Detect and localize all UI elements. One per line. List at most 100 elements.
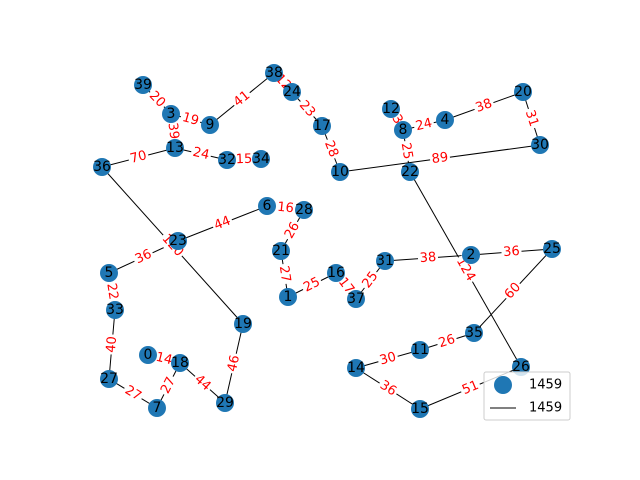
node-7: [148, 399, 166, 417]
edge-weight-bg-21-1: [275, 262, 294, 286]
edge-weight-bg-13-32: [189, 143, 213, 165]
node-label-18: 18: [171, 355, 189, 371]
edge-weight-bg-28-21: [280, 217, 305, 244]
node-label-13: 13: [166, 140, 184, 156]
node-label-20: 20: [514, 84, 532, 100]
node-label-12: 12: [382, 101, 400, 117]
node-label-35: 35: [465, 325, 483, 341]
edge-weight-bg-5-33: [102, 280, 122, 303]
node-3: [162, 105, 180, 123]
node-30: [531, 136, 549, 154]
node-label-29: 29: [216, 395, 234, 411]
edge-weight-bg-29-19: [223, 351, 245, 376]
edge-weight-bg-18-29: [189, 370, 216, 396]
node-label-34: 34: [252, 151, 270, 167]
node-label-28: 28: [295, 202, 313, 218]
node-17: [313, 117, 331, 135]
node-label-26: 26: [512, 359, 530, 375]
node-label-33: 33: [106, 302, 124, 318]
edge-weight-bg-15-26: [458, 376, 483, 400]
edge-weight-bg-23-6: [210, 212, 235, 235]
edge-weight-6-28: 16: [276, 200, 294, 217]
node-label-32: 32: [218, 152, 236, 168]
node-34: [252, 150, 270, 168]
node-label-9: 9: [206, 117, 215, 133]
edge-weight-bg-20-30: [520, 106, 543, 131]
edge-weight-bg-24-17: [294, 96, 320, 122]
edge-weight-bg-6-28: [274, 198, 297, 218]
edge-weight-bg-1-16: [299, 273, 325, 297]
nodes-layer: [93, 64, 561, 418]
edge-weight-8-4: 24: [414, 116, 434, 134]
node-1: [279, 288, 297, 306]
node-label-27: 27: [100, 371, 118, 387]
edge-weight-bg-13-36: [126, 147, 151, 168]
legend-node-label: 1459: [529, 378, 562, 393]
edge-weight-4-20: 38: [474, 96, 495, 116]
edge-weight-bg-27-7: [120, 381, 146, 406]
node-label-38: 38: [265, 65, 283, 81]
node-18: [171, 354, 189, 372]
node-label-14: 14: [347, 360, 365, 376]
edge-weight-8-22: 25: [398, 142, 416, 161]
edge-weight-32-34: 15: [236, 152, 253, 167]
edge-weight-bg-7-18: [156, 372, 181, 399]
node-label-15: 15: [411, 401, 429, 417]
edge-weight-31-2: 38: [419, 250, 437, 266]
node-15: [411, 400, 429, 418]
edge-weight-bg-39-3: [144, 86, 170, 113]
node-6: [258, 197, 276, 215]
edge-weight-5-33: 22: [103, 282, 120, 301]
node-label-8: 8: [399, 122, 408, 138]
node-23: [169, 232, 187, 250]
edge-weight-bg-14-15: [375, 376, 401, 401]
edge-weight-35-11: 26: [437, 332, 457, 351]
node-27: [100, 370, 118, 388]
node-28: [295, 201, 313, 219]
node-label-39: 39: [134, 77, 152, 93]
node-4: [436, 111, 454, 129]
edge-weight-23-5: 36: [133, 247, 154, 268]
node-38: [265, 64, 283, 82]
node-12: [382, 100, 400, 118]
edge-weight-bg-37-31: [358, 267, 383, 293]
edge-weight-bg-22-26: [451, 253, 480, 286]
legend: 1459 1459: [483, 371, 571, 421]
edge-weight-37-31: 25: [360, 269, 382, 291]
node-label-0: 0: [144, 347, 153, 363]
edge-weight-bg-33-27: [103, 333, 121, 356]
edge-weight-0-18: 14: [154, 350, 174, 369]
node-11: [411, 341, 429, 359]
node-36: [93, 158, 111, 176]
node-25: [543, 240, 561, 258]
node-9: [201, 116, 219, 134]
edge-weight-18-29: 44: [191, 372, 213, 394]
node-29: [216, 394, 234, 412]
edge-weight-29-19: 46: [225, 354, 243, 373]
edge-weight-bg-25-35: [500, 278, 526, 304]
node-13: [166, 139, 184, 157]
node-label-5: 5: [105, 265, 114, 281]
edge-weight-10-30: 89: [431, 150, 449, 167]
node-39: [134, 76, 152, 94]
edge-weight-17-10: 28: [321, 139, 341, 160]
node-31: [376, 252, 394, 270]
node-label-21: 21: [272, 243, 290, 259]
node-label-11: 11: [411, 342, 429, 358]
edge-weight-bg-31-2: [417, 249, 439, 267]
edge-weight-23-6: 44: [212, 213, 233, 233]
edge-weight-13-32: 24: [191, 145, 210, 163]
node-label-25: 25: [543, 241, 561, 257]
edge-weight-3-9: 19: [180, 110, 200, 129]
node-37: [347, 290, 365, 308]
node-14: [347, 359, 365, 377]
node-33: [106, 301, 124, 319]
edge-weight-bg-35-11: [435, 330, 459, 353]
edge-weight-bg-11-14: [376, 348, 400, 370]
edge-weight-11-14: 30: [378, 350, 398, 369]
edge-weight-2-25: 36: [503, 244, 521, 260]
node-label-3: 3: [167, 106, 176, 122]
edge-weight-1-16: 25: [301, 275, 323, 296]
